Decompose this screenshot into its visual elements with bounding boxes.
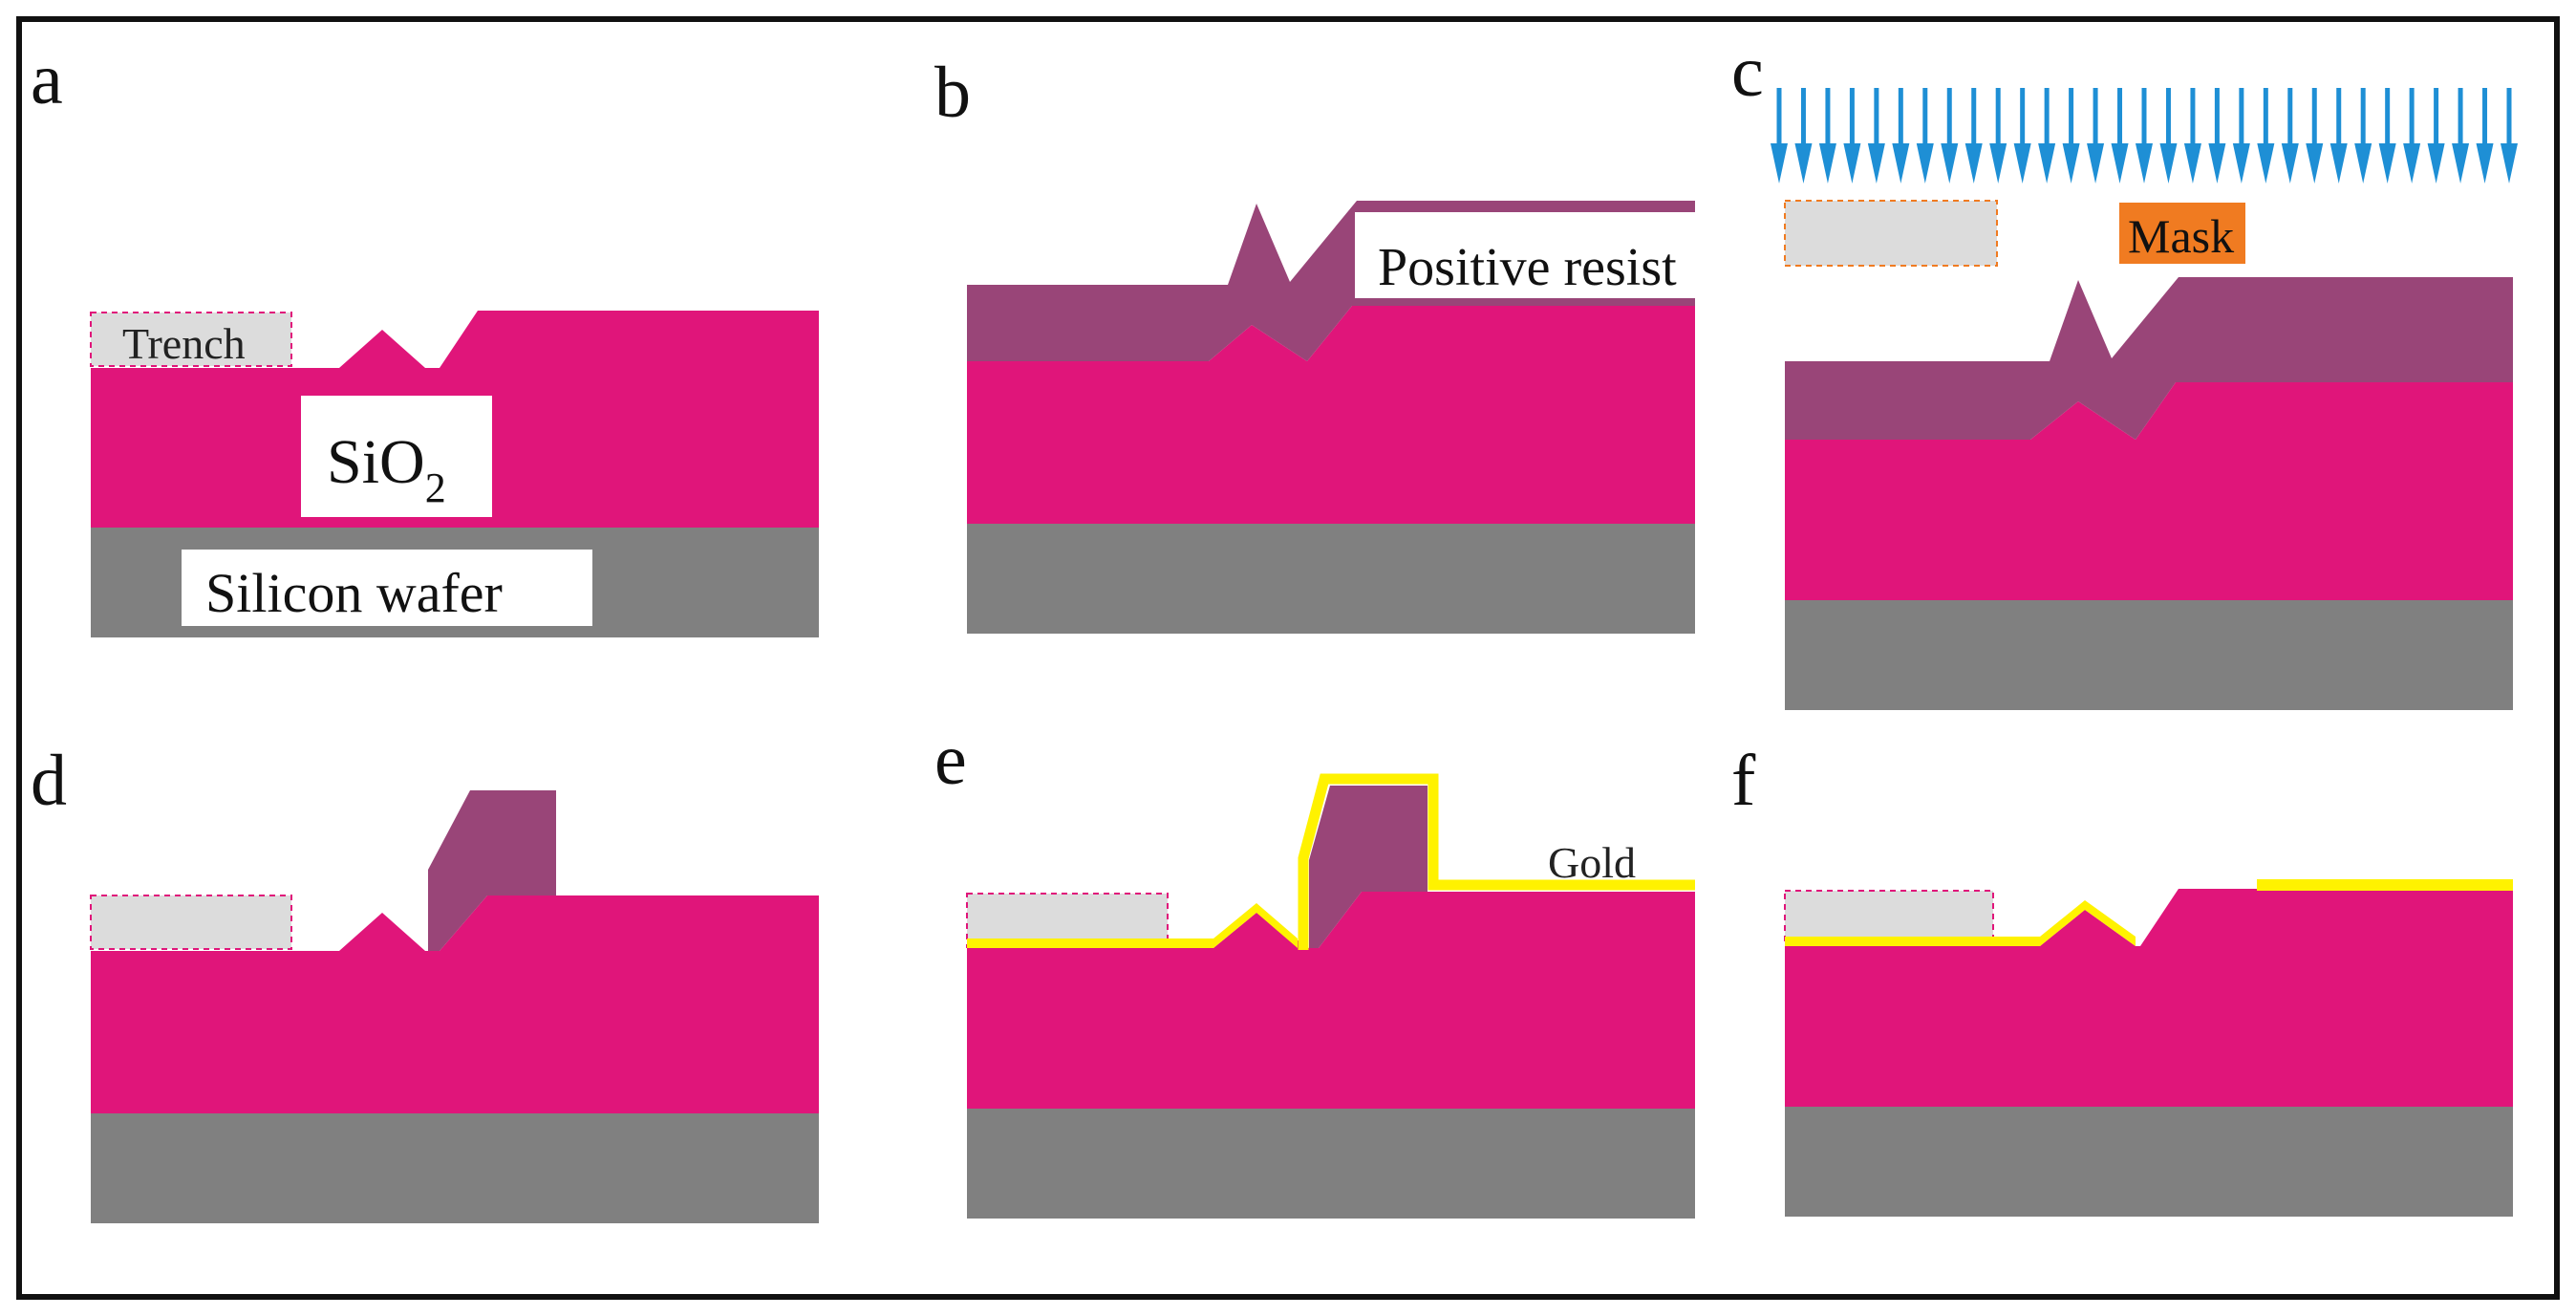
uv-arrow-head — [2136, 143, 2153, 183]
uv-arrow-head — [2208, 143, 2226, 183]
uv-arrow-head — [1843, 143, 1861, 183]
panel-letter-f: f — [1731, 741, 1756, 821]
panel-b: b Positive resist — [934, 53, 1695, 634]
uv-arrow-head — [2232, 143, 2250, 183]
uv-arrow-head — [2476, 143, 2494, 183]
panel-letter-c: c — [1731, 32, 1764, 112]
gold-layer-left — [1785, 900, 2136, 946]
uv-arrow-head — [2062, 143, 2080, 183]
panel-f: f — [1731, 741, 2513, 1217]
positive-resist-label: Positive resist — [1378, 238, 1677, 297]
uv-arrow-head — [2329, 143, 2348, 183]
uv-arrow-head — [1892, 143, 1910, 183]
panel-letter-d: d — [31, 741, 67, 821]
uv-arrow-head — [1867, 143, 1885, 183]
sio2-layer — [91, 895, 819, 1113]
uv-arrow-head — [1916, 143, 1934, 183]
positive-resist-label-box — [1355, 212, 1695, 298]
uv-arrow-head — [2038, 143, 2056, 183]
silicon-wafer-layer — [1785, 1107, 2513, 1217]
sio2-layer — [1785, 889, 2513, 1107]
uv-arrow-head — [2159, 143, 2178, 183]
uv-arrow-head — [1964, 143, 1983, 183]
positive-resist-layer — [1785, 277, 2513, 440]
uv-arrow-head — [2354, 143, 2372, 183]
trench-region — [1784, 890, 1994, 945]
silicon-wafer-label-box — [182, 550, 592, 626]
resist-pillar — [428, 790, 556, 951]
uv-arrow-head — [1989, 143, 2007, 183]
panel-d: d — [31, 741, 819, 1223]
panel-letter-a: a — [31, 39, 63, 119]
uv-arrow-head — [2087, 143, 2105, 183]
uv-arrow-head — [2013, 143, 2031, 183]
trench-region — [90, 312, 292, 367]
uv-arrow-head — [2403, 143, 2421, 183]
gold-layer-left — [967, 903, 1298, 948]
uv-arrow-head — [2501, 143, 2518, 183]
panel-letter-b: b — [934, 53, 971, 133]
sio2-layer — [967, 306, 1695, 524]
silicon-wafer-layer — [967, 1109, 1695, 1219]
uv-arrow-head — [2281, 143, 2299, 183]
resist-pillar — [1309, 786, 1428, 948]
silicon-wafer-layer — [91, 1113, 819, 1223]
uv-arrow-head — [2427, 143, 2445, 183]
uv-exposure-arrows-icon — [1771, 88, 2518, 183]
panel-e: e Gold — [934, 720, 1695, 1219]
sio2-layer — [967, 892, 1695, 1109]
uv-arrow-head — [1794, 143, 1813, 183]
uv-arrow-head — [2452, 143, 2470, 183]
panel-letter-e: e — [934, 720, 967, 800]
uv-arrow-head — [2111, 143, 2129, 183]
panel-a: a Trench SiO2 Silicon wafer — [31, 39, 819, 637]
uv-arrow-head — [2306, 143, 2324, 183]
gold-layer-pillar-coat — [1298, 773, 1695, 950]
uv-arrow-head — [1941, 143, 1959, 183]
sio2-layer — [1785, 382, 2513, 600]
trench-region — [1784, 200, 1998, 267]
mask-label: Mask — [2128, 209, 2234, 263]
gold-label: Gold — [1548, 838, 1636, 887]
panel-c: c Mask — [1731, 32, 2518, 710]
sio2-label-subscript: 2 — [425, 464, 446, 511]
uv-arrow-head — [2257, 143, 2275, 183]
silicon-wafer-layer — [1785, 600, 2513, 710]
trench-region — [90, 895, 292, 950]
trench-region — [966, 893, 1169, 948]
silicon-wafer-layer — [967, 524, 1695, 634]
uv-arrow-head — [1771, 143, 1788, 183]
gold-layer-right — [2257, 879, 2513, 891]
uv-arrow-head — [2183, 143, 2201, 183]
sio2-label: SiO2 — [327, 427, 446, 511]
trench-label: Trench — [122, 319, 246, 368]
sio2-label-box — [301, 396, 492, 517]
sio2-label-main: SiO — [327, 427, 425, 497]
uv-arrow-head — [2378, 143, 2396, 183]
uv-arrow-head — [1818, 143, 1836, 183]
mask-label-box — [2119, 203, 2245, 264]
silicon-wafer-label: Silicon wafer — [205, 562, 503, 624]
